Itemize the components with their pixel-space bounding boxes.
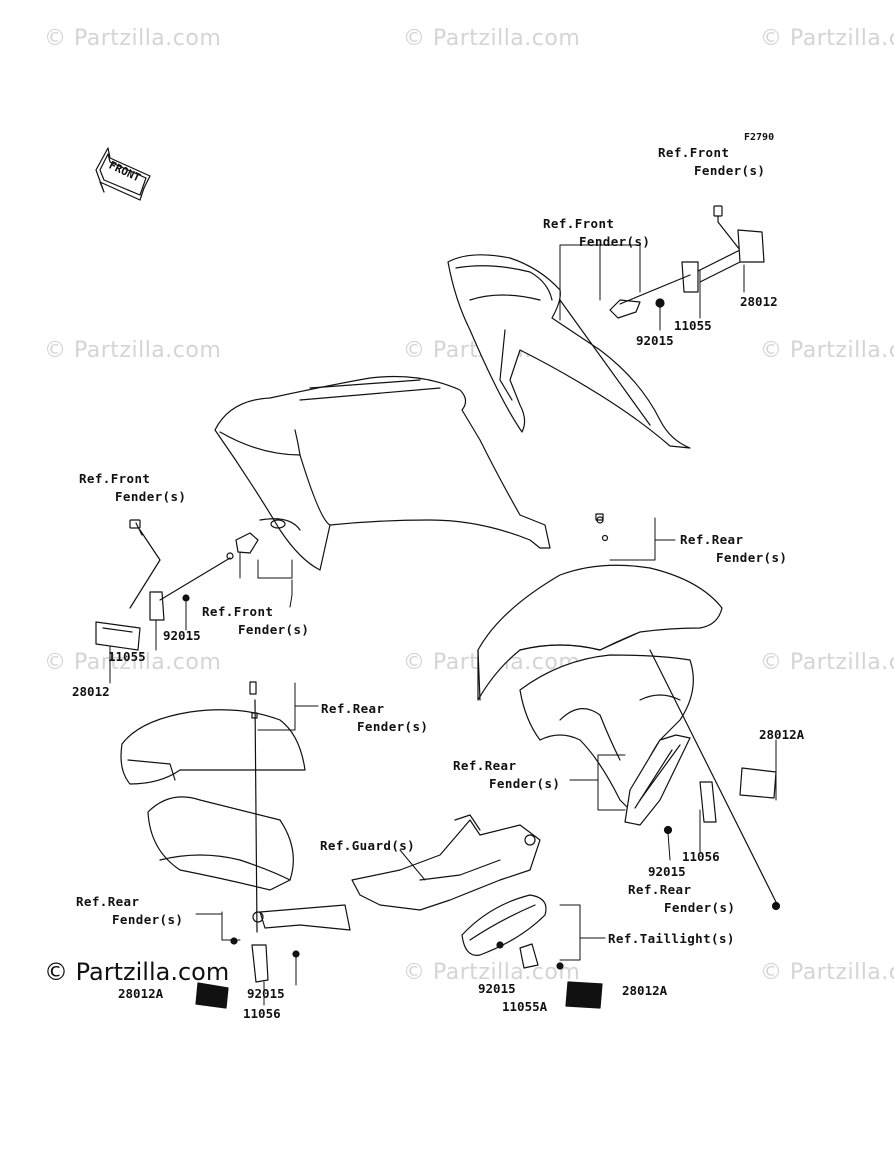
ref-front-fender-label: Fender(s) — [694, 163, 766, 178]
part-number-11055[interactable]: 11055 — [108, 649, 146, 664]
ref-rear-fender-label: Ref.Rear — [453, 758, 517, 773]
front-cowl-part — [214, 375, 551, 571]
ref-rear-fender-label: Ref.Rear — [680, 532, 744, 547]
right-bracket-group — [609, 205, 765, 319]
part-number-92015[interactable]: 92015 — [648, 864, 686, 879]
lower-left-bracket-group — [195, 904, 351, 1009]
front-arrow-icon — [95, 147, 151, 201]
part-number-28012A[interactable]: 28012A — [118, 986, 164, 1001]
ref-front-fender-label: Ref.Front — [79, 471, 151, 486]
part-number-11056[interactable]: 11056 — [243, 1006, 281, 1021]
taillight-part — [461, 894, 603, 1009]
part-number-92015[interactable]: 92015 — [163, 628, 201, 643]
ref-front-fender-label: Ref.Front — [543, 216, 615, 231]
ref-rear-fender-label: Fender(s) — [357, 719, 429, 734]
part-number-11056[interactable]: 11056 — [682, 849, 720, 864]
watermark: © Partzilla.com — [760, 960, 894, 985]
part-number-92015[interactable]: 92015 — [636, 333, 674, 348]
part-number-11055A[interactable]: 11055A — [502, 999, 548, 1014]
ref-guard-label: Ref.Guard(s) — [320, 838, 416, 853]
leader-lines — [109, 244, 777, 1006]
ref-front-fender-label: Ref.Front — [658, 145, 730, 160]
watermark: © Partzilla.com — [44, 26, 222, 51]
diagram-code: F2790 — [744, 132, 775, 143]
part-number-28012A[interactable]: 28012A — [759, 727, 805, 742]
lower-left-cowl — [120, 681, 306, 933]
ref-front-fender-label: Ref.Front — [202, 604, 274, 619]
front-fender-right-part — [447, 254, 691, 449]
ref-rear-fender-label: Ref.Rear — [628, 882, 692, 897]
ref-taillight-label: Ref.Taillight(s) — [608, 931, 735, 946]
watermark: © Partzilla.com — [760, 26, 894, 51]
right-long-bracket — [624, 649, 781, 911]
part-number-92015[interactable]: 92015 — [247, 986, 285, 1001]
watermark: © Partzilla.com — [760, 338, 894, 363]
ref-front-fender-label: Fender(s) — [238, 622, 310, 637]
watermark: © Partzilla.com — [403, 960, 581, 985]
part-number-92015[interactable]: 92015 — [478, 981, 516, 996]
ref-rear-fender-label: Fender(s) — [489, 776, 561, 791]
left-bracket-group — [95, 519, 259, 651]
ref-rear-fender-label: Fender(s) — [664, 900, 736, 915]
watermark-main: © Partzilla.com — [44, 958, 230, 986]
ref-front-fender-label: Fender(s) — [579, 234, 651, 249]
ref-rear-fender-label: Ref.Rear — [76, 894, 140, 909]
ref-rear-fender-label: Ref.Rear — [321, 701, 385, 716]
guard-frame-part — [351, 814, 541, 911]
part-number-28012[interactable]: 28012 — [740, 294, 778, 309]
part-number-11055[interactable]: 11055 — [674, 318, 712, 333]
watermark: © Partzilla.com — [403, 26, 581, 51]
part-number-28012A[interactable]: 28012A — [622, 983, 668, 998]
watermark: © Partzilla.com — [760, 650, 894, 675]
watermark: © Partzilla.com — [44, 650, 222, 675]
part-number-28012[interactable]: 28012 — [72, 684, 110, 699]
ref-front-fender-label: Fender(s) — [115, 489, 187, 504]
ref-rear-fender-label: Fender(s) — [716, 550, 788, 565]
ref-rear-fender-label: Fender(s) — [112, 912, 184, 927]
rear-fender-upper-part — [477, 513, 723, 701]
watermark: © Partzilla.com — [44, 338, 222, 363]
